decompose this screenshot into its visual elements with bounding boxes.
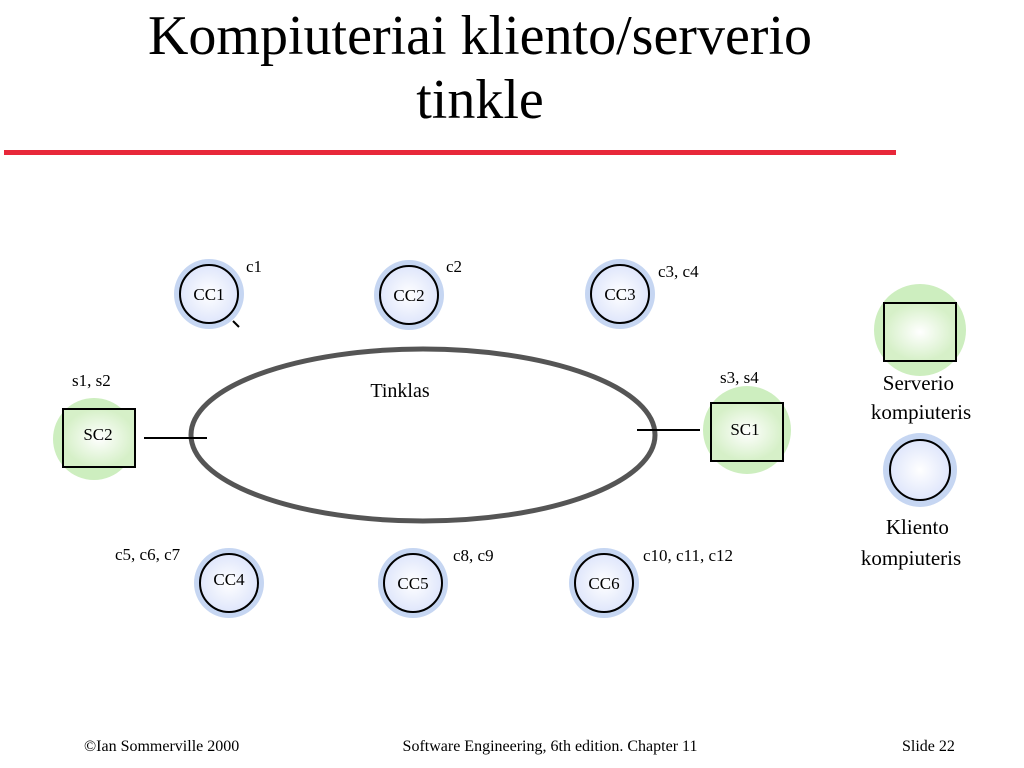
client-node-cc6: CC6 c10, c11, c12 — [569, 546, 733, 618]
title-underline — [4, 150, 896, 155]
client-processes-cc3: c3, c4 — [658, 262, 699, 281]
server-processes-sc1: s3, s4 — [720, 368, 759, 387]
client-processes-cc2: c2 — [446, 257, 462, 276]
slide-title: Kompiuteriai kliento/serverio tinkle — [147, 5, 813, 131]
client-node-cc1: CC1 c1 — [174, 257, 262, 329]
client-label-cc5: CC5 — [397, 574, 428, 593]
server-processes-sc2: s1, s2 — [72, 371, 111, 390]
connector-cc1 — [232, 320, 240, 328]
client-processes-cc4: c5, c6, c7 — [115, 545, 181, 564]
footer-copyright: ©Ian Sommerville 2000 — [84, 738, 240, 755]
network-label: Tinklas — [370, 380, 430, 402]
server-node-sc1: SC1 s3, s4 — [703, 368, 791, 474]
network-ring — [188, 346, 658, 524]
client-node-cc5: CC5 c8, c9 — [378, 546, 494, 618]
server-label-sc2: SC2 — [83, 425, 112, 444]
legend-server-label: Serverio kompiuteris — [871, 371, 971, 424]
server-node-sc2: SC2 s1, s2 — [53, 371, 136, 480]
client-label-cc1: CC1 — [193, 285, 224, 304]
client-processes-cc5: c8, c9 — [453, 546, 494, 565]
client-label-cc4: CC4 — [213, 570, 245, 589]
client-label-cc6: CC6 — [588, 574, 619, 593]
client-processes-cc1: c1 — [246, 257, 262, 276]
legend-client-symbol — [889, 439, 951, 501]
client-label-cc3: CC3 — [604, 285, 635, 304]
legend-server-symbol — [883, 302, 957, 362]
client-node-cc3: CC3 c3, c4 — [585, 259, 699, 329]
client-node-cc4: CC4 c5, c6, c7 — [115, 545, 264, 618]
legend-client: Kliento kompiuteris — [861, 433, 961, 570]
client-processes-cc6: c10, c11, c12 — [643, 546, 733, 565]
legend-client-label: Kliento kompiuteris — [861, 515, 961, 570]
client-node-cc2: CC2 c2 — [374, 257, 462, 330]
legend-server: Serverio kompiuteris — [871, 284, 971, 424]
footer-slide-number: Slide 22 — [902, 738, 955, 755]
client-label-cc2: CC2 — [393, 286, 424, 305]
server-label-sc1: SC1 — [730, 420, 759, 439]
footer-book-title: Software Engineering, 6th edition. Chapt… — [402, 738, 698, 755]
